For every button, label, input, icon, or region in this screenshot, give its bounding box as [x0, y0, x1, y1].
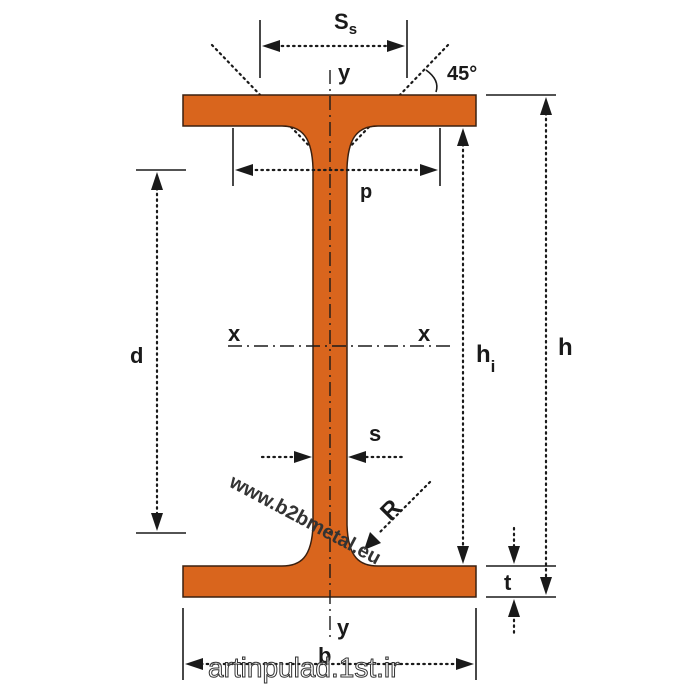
- ss-arrow-right: [387, 40, 405, 52]
- x-right-label: x: [418, 321, 431, 346]
- h-label: h: [558, 334, 573, 361]
- bottom-watermark: artinpulad.1st.ir: [208, 652, 399, 683]
- d-arrow-bottom: [151, 513, 163, 531]
- t-label: t: [504, 570, 512, 595]
- i-beam-section: [182, 94, 477, 598]
- b-arrow-right: [456, 658, 474, 670]
- hi-arrow-top: [457, 128, 469, 146]
- d-label: d: [130, 343, 143, 368]
- x-left-label: x: [228, 321, 241, 346]
- p-arrow-right: [420, 164, 438, 176]
- y-bottom-label: y: [337, 615, 350, 640]
- angle-label: 45°: [447, 63, 477, 85]
- r-label: R: [375, 494, 406, 525]
- y-top-label: y: [338, 60, 351, 85]
- s-label: s: [369, 421, 381, 446]
- t-arrow-top: [508, 546, 520, 564]
- r-leader-line: [376, 480, 432, 536]
- b-label: b: [318, 643, 331, 668]
- h-arrow-bottom: [540, 577, 552, 595]
- s-arrow-right: [348, 451, 366, 463]
- s-arrow-left: [294, 451, 312, 463]
- ss-arrow-left: [262, 40, 280, 52]
- p-label: p: [360, 181, 372, 203]
- d-arrow-top: [151, 172, 163, 190]
- r-arrow: [364, 532, 381, 550]
- hi-arrow-bottom: [457, 546, 469, 564]
- diagonal-watermark: www.b2bmetal.eu: [225, 471, 385, 570]
- t-arrow-bottom: [508, 599, 520, 617]
- p-arrow-left: [235, 164, 253, 176]
- b-arrow-left: [185, 658, 203, 670]
- angle-arc: [425, 69, 438, 93]
- hi-label: hi: [476, 341, 495, 376]
- ss-label: Ss: [334, 9, 357, 38]
- h-arrow-top: [540, 97, 552, 115]
